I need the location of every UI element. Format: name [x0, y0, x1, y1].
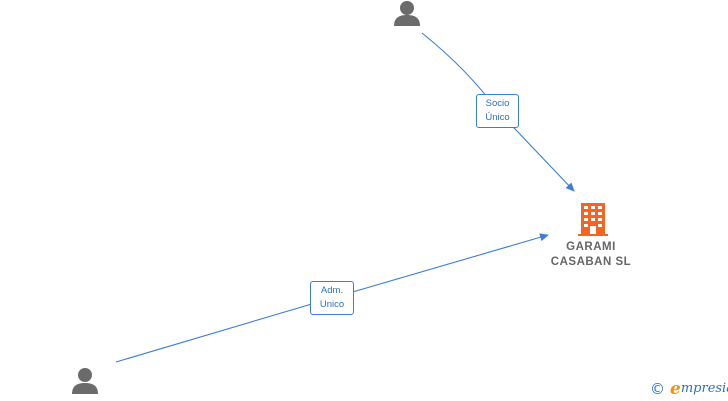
company-node[interactable] [578, 202, 608, 236]
edge-label-line2: Unico [319, 299, 345, 310]
edge-label-line1: Adm. [320, 285, 344, 296]
brand-logo-initial: e [670, 379, 681, 399]
company-name-line2: CASABAN SL [550, 256, 632, 268]
edge-label-adm-unico[interactable]: Adm. Unico [310, 281, 354, 315]
person-node-bottom[interactable] [70, 366, 100, 396]
person-icon [72, 368, 98, 394]
building-icon [578, 203, 608, 236]
brand-logo-text: mpresia [680, 381, 728, 396]
edge-label-line1: Socio [485, 98, 510, 109]
brand-logo[interactable]: © e mpresia [650, 379, 728, 399]
edge-label-socio-unico[interactable]: Socio Único [476, 94, 519, 128]
copyright-icon: © [650, 380, 665, 398]
company-name[interactable]: GARAMI CASABAN SL [530, 240, 652, 270]
edge-label-line2: Único [485, 112, 510, 123]
company-name-line1: GARAMI [566, 241, 616, 253]
person-icon [394, 1, 420, 26]
person-node-top[interactable] [392, 0, 422, 28]
